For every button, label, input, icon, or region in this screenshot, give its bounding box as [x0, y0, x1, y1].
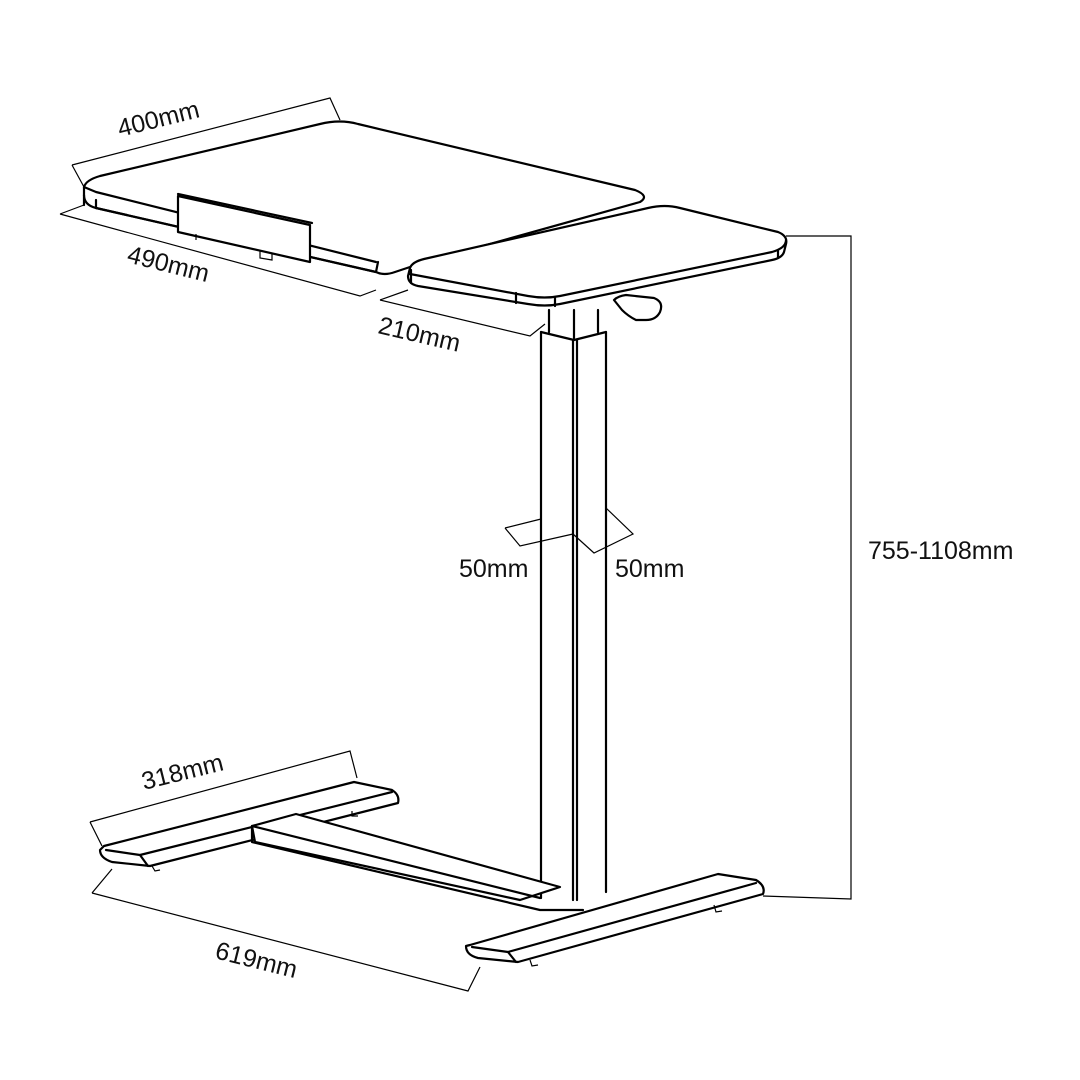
column: [539, 308, 608, 902]
main-tabletop: [82, 120, 646, 276]
dim-210mm: 210mm: [376, 312, 464, 358]
dim-height-range: 755-1108mm: [868, 537, 1013, 565]
base: [98, 780, 765, 967]
dim-400mm: 400mm: [115, 95, 203, 142]
dimension-lines: [59, 97, 852, 992]
dim-490mm: 490mm: [125, 241, 213, 288]
side-tabletop: [406, 204, 788, 322]
dim-column-width: 50mm: [459, 555, 528, 583]
dim-column-depth: 50mm: [615, 555, 684, 583]
